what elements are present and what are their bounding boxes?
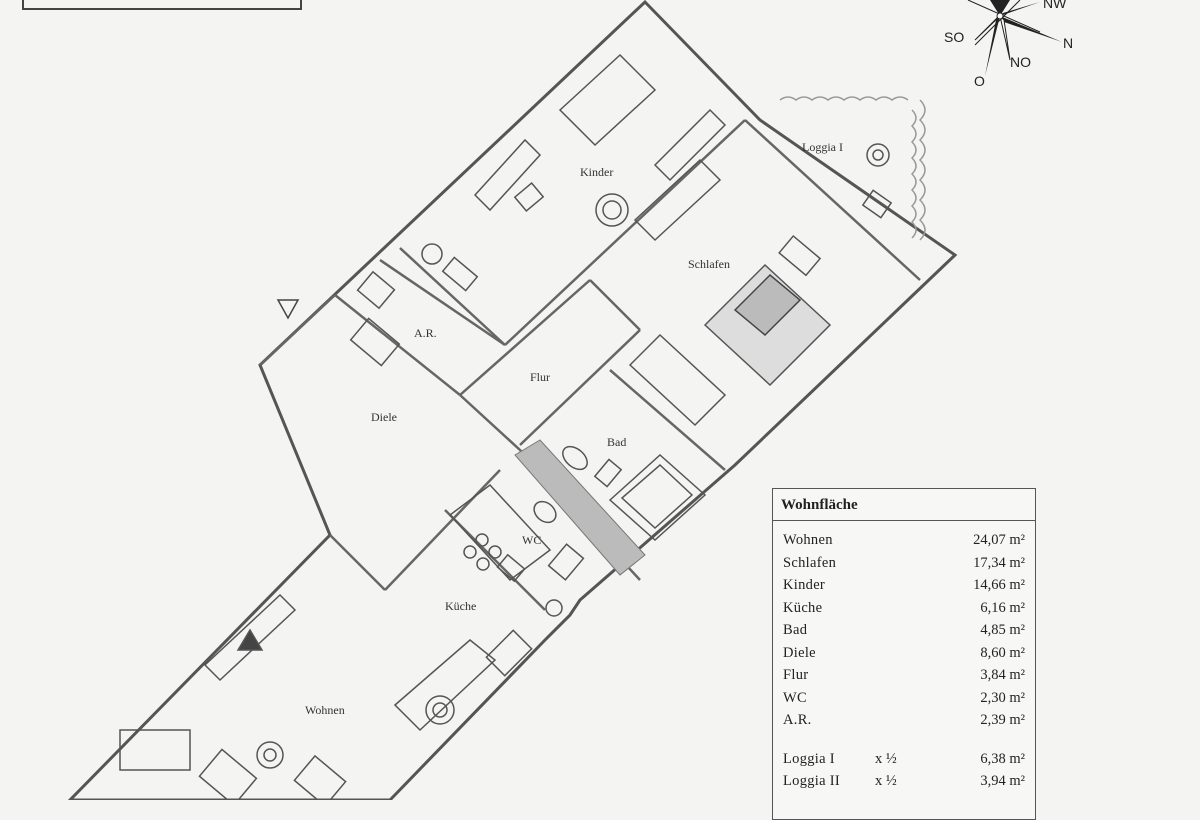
room-label-wc: WC — [522, 533, 541, 547]
entrance-arrow-icon — [276, 299, 300, 320]
floor-plan: Kinder Loggia I Schlafen A.R. Flur Diele… — [67, 0, 1073, 800]
wohnen-armchair — [198, 748, 258, 800]
legend-row: Diele 8,60 m² — [773, 642, 1035, 665]
legend-room-area: 2,39 m² — [980, 712, 1025, 728]
legend-room-area: 4,85 m² — [980, 622, 1025, 638]
compass-nw: NW — [1043, 0, 1067, 11]
legend-loggias: Loggia I x ½ 6,38 m² Loggia II x ½ 3,94 m² — [773, 748, 1035, 793]
kinder-chair — [513, 181, 545, 213]
compass-so: SO — [944, 29, 964, 45]
legend-loggia-fraction: x ½ — [875, 750, 897, 767]
header-frame — [22, 0, 302, 10]
kinder-bed — [558, 53, 657, 147]
legend-row: Küche 6,16 m² — [773, 597, 1035, 620]
legend-row: Bad 4,85 m² — [773, 619, 1035, 642]
room-label-diele: Diele — [371, 410, 397, 424]
legend-loggia-name: Loggia II — [783, 773, 841, 789]
room-label-flur: Flur — [530, 370, 550, 384]
room-label-loggia: Loggia I — [802, 140, 843, 154]
legend-row: Kinder 14,66 m² — [773, 574, 1035, 597]
area-legend: Wohnfläche Wohnen 24,07 m² Schlafen 17,34 m… — [772, 488, 1036, 820]
hatched-wall — [514, 439, 646, 576]
legend-room-area: 8,60 m² — [980, 644, 1025, 661]
schlafen-wardrobe — [633, 158, 722, 242]
legend-room-name: Küche — [783, 599, 823, 616]
room-label-kinder: Kinder — [580, 165, 613, 179]
ar-washer — [356, 270, 396, 310]
loggia-table — [866, 143, 890, 167]
kinder-desk — [473, 138, 542, 212]
schlafen-dresser — [778, 234, 822, 277]
legend-room-name: A.R. — [783, 712, 812, 728]
compass-no: NO — [1010, 54, 1031, 70]
legend-loggia-row: Loggia II x ½ 3,94 m² — [773, 770, 1035, 793]
wohnen-table — [393, 639, 497, 732]
diele-cabinet — [349, 317, 401, 367]
room-label-wohnen: Wohnen — [305, 703, 345, 717]
wohnen-sofa — [119, 729, 191, 771]
compass-rose-icon — [967, 0, 1062, 76]
room-label-ar: A.R. — [414, 326, 437, 340]
kinder-rug — [595, 193, 629, 227]
legend-row: Schlafen 17,34 m² — [773, 552, 1035, 575]
bad-cabinet — [628, 333, 727, 427]
legend-room-name: Schlafen — [783, 554, 837, 571]
legend-room-name: Flur — [783, 667, 809, 683]
wohnen-lamp — [256, 741, 284, 769]
legend-room-name: Bad — [783, 622, 808, 638]
furniture — [119, 53, 893, 800]
bathtub — [608, 453, 707, 542]
legend-room-area: 2,30 m² — [980, 689, 1025, 706]
kitchen-fan — [545, 599, 563, 617]
kitchen-sink — [496, 553, 526, 583]
legend-loggia-row: Loggia I x ½ 6,38 m² — [773, 748, 1035, 771]
legend-loggia-area: 3,94 m² — [980, 773, 1025, 789]
wc-toilet — [547, 543, 585, 581]
legend-row: WC 2,30 m² — [773, 687, 1035, 710]
loggia-hedge — [779, 96, 926, 241]
ar-fan — [421, 243, 443, 265]
legend-rows: Wohnen 24,07 m² Schlafen 17,34 m² Kinder 14,6… — [773, 529, 1035, 732]
legend-room-name: WC — [783, 689, 807, 706]
fireplace-icon — [236, 628, 264, 651]
wohnen-sideboard — [203, 593, 297, 682]
legend-row: A.R. 2,39 m² — [773, 709, 1035, 732]
room-label-schlafen: Schlafen — [688, 257, 730, 271]
legend-room-name: Diele — [783, 644, 816, 661]
outer-walls — [67, 0, 958, 800]
room-label-bad: Bad — [607, 435, 626, 449]
legend-room-area: 17,34 m² — [973, 554, 1025, 571]
legend-room-area: 6,16 m² — [980, 599, 1025, 616]
legend-room-name: Wohnen — [783, 532, 833, 548]
wohnen-plant — [425, 695, 455, 725]
bad-sink — [562, 445, 588, 471]
legend-title: Wohnfläche — [773, 489, 1035, 521]
legend-room-area: 3,84 m² — [980, 667, 1025, 683]
legend-room-area: 14,66 m² — [973, 577, 1025, 593]
wc-sink — [533, 500, 557, 524]
legend-row: Flur 3,84 m² — [773, 664, 1035, 687]
legend-room-name: Kinder — [783, 577, 826, 593]
legend-loggia-name: Loggia I — [783, 750, 835, 767]
kitchen-counter — [448, 483, 552, 582]
compass-n: N — [1063, 35, 1073, 51]
kinder-wardrobe — [653, 108, 727, 182]
legend-loggia-area: 6,38 m² — [980, 750, 1025, 767]
interior-walls — [259, 119, 921, 611]
stove-burner — [475, 533, 489, 547]
legend-room-area: 24,07 m² — [973, 532, 1025, 548]
legend-row: Wohnen 24,07 m² — [773, 529, 1035, 552]
room-label-kueche: Küche — [445, 599, 476, 613]
legend-loggia-fraction: x ½ — [875, 773, 897, 789]
wohnen-armchair-2 — [293, 754, 347, 800]
compass-o: O — [974, 73, 985, 89]
loggia-chair — [861, 189, 893, 219]
kitchen-table — [485, 629, 533, 677]
